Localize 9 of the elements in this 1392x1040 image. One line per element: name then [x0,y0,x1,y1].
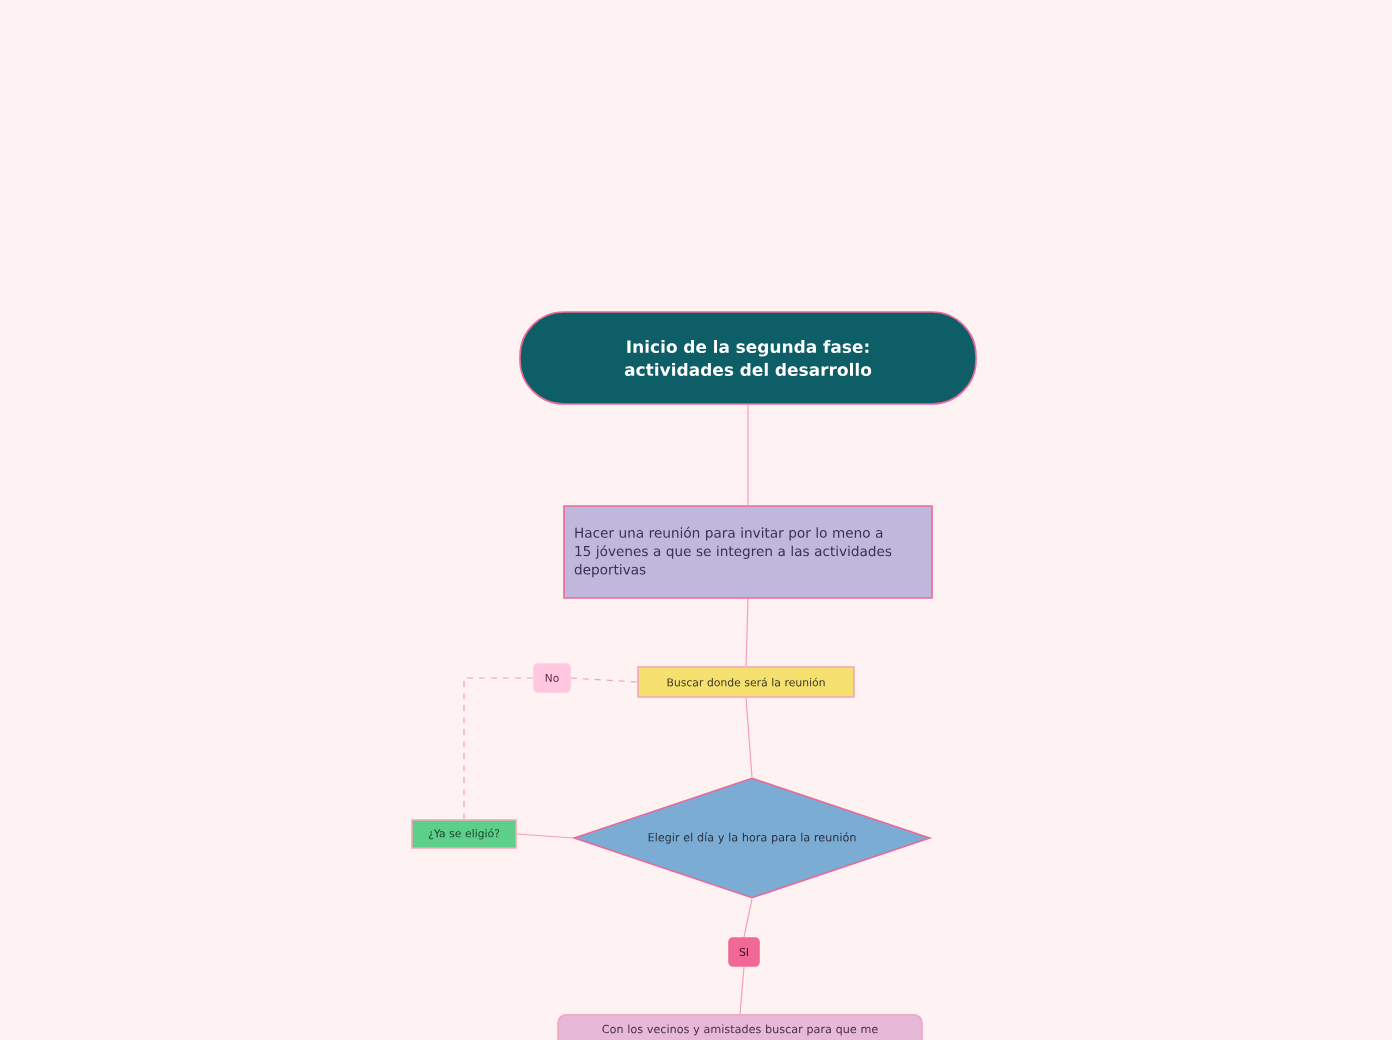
connector [745,598,749,667]
connector [745,697,753,778]
connector [747,404,749,506]
connector [739,966,745,1015]
start-terminal: Inicio de la segunda fase: actividades del desarrollo [519,311,977,405]
dashed-connector [463,677,534,820]
connector [516,833,574,839]
dashed-connector [570,677,638,683]
connector [743,898,753,938]
